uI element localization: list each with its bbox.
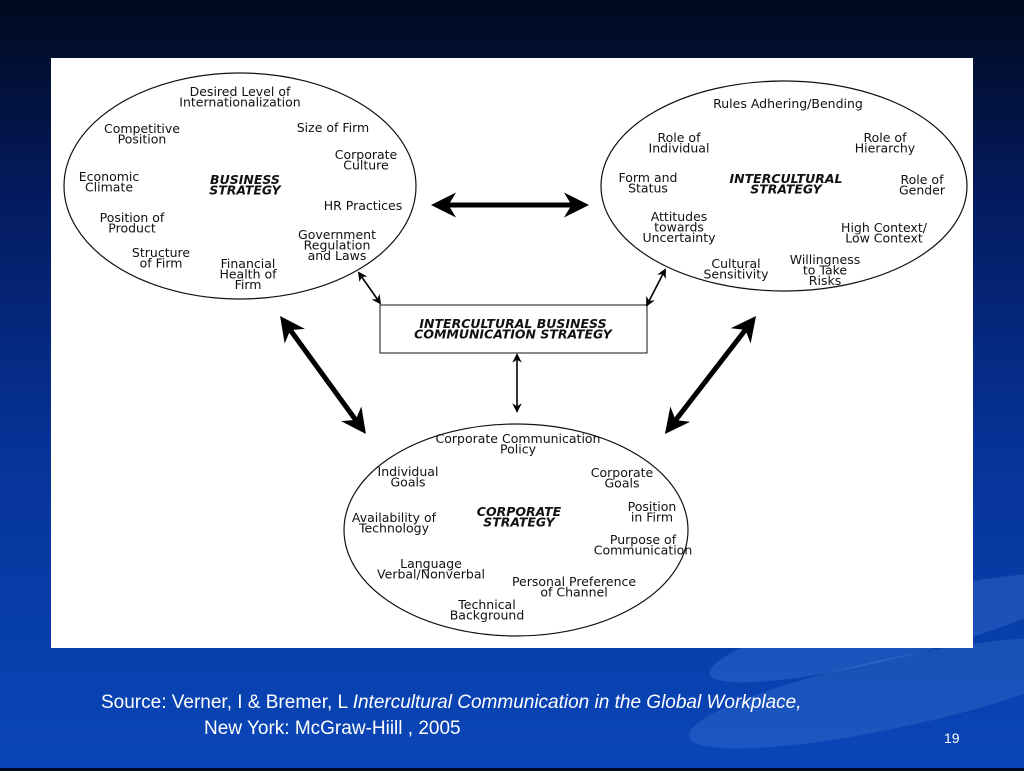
business-factor-label: Size of Firm [297,120,370,135]
source-title: Intercultural Communication in the Globa… [352,692,802,713]
intercultural-factor-label: Rules Adhering/Bending [713,96,863,111]
source-publisher: New York: McGraw-Hiill , 2005 [204,718,461,739]
source-citation: Source: Verner, I & Bremer, L Intercultu… [101,690,802,742]
corporate-strategy-ellipse [343,423,689,637]
business-strategy-ellipse [63,72,417,300]
business-center-arrow [357,271,382,305]
intercultural-factor-label: High Context/Low Context [841,220,928,246]
source-prefix: Source: Verner, I & Bremer, L [101,692,353,713]
intercultural-strategy-ellipse [600,80,968,292]
center-strategy-box [379,304,648,354]
business-factor-label: HR Practices [324,198,403,213]
business-corporate-arrow [280,315,366,435]
intercultural-center-arrow [646,268,666,307]
slide-number: 19 [944,730,960,746]
intercultural-corporate-arrow [664,316,757,434]
